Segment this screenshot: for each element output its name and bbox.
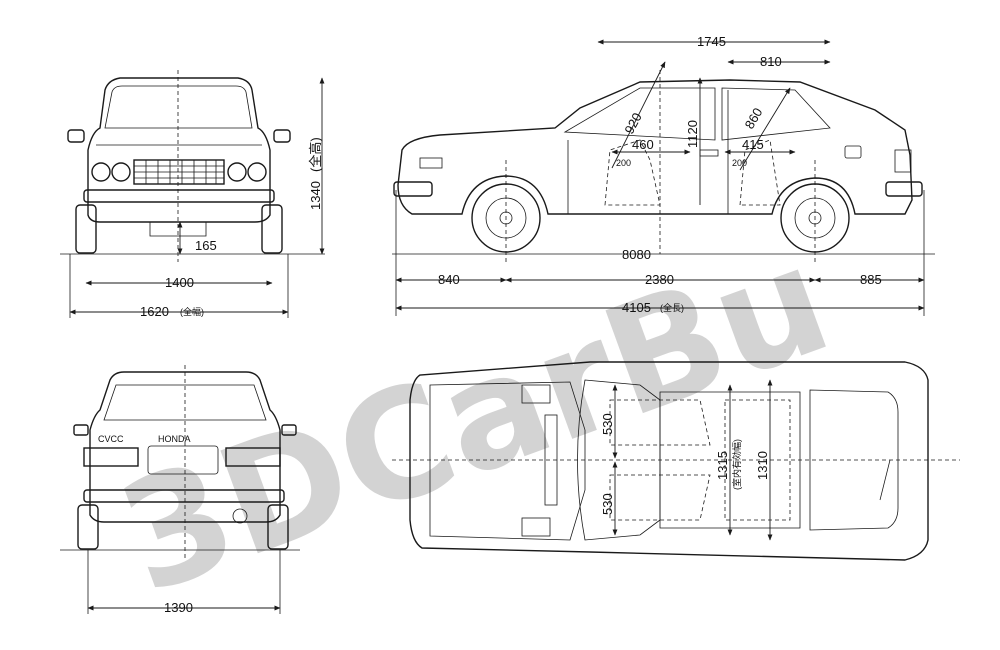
door-handle (699, 149, 719, 157)
rear-side-window (721, 87, 831, 141)
rear-body-outline (89, 371, 281, 523)
rear-window (103, 384, 267, 421)
front-bumper (83, 189, 275, 203)
rear-bumper (83, 489, 285, 503)
body-width-value: 1310 (755, 451, 770, 480)
interior-width-note: (室内有効幅) (731, 439, 742, 490)
grille-mesh (134, 160, 224, 184)
side-view: 1745 810 920 1120 860 460 200 415 200 80… (392, 34, 935, 316)
height-note: (全高) (308, 137, 323, 172)
top-right-seat-value: 530 (600, 493, 615, 515)
roof-length-value: 1745 (697, 34, 726, 49)
top-roof (659, 391, 801, 529)
rear-headroom-line (739, 87, 791, 171)
headlight-left-inner (111, 162, 131, 182)
height-value: 1340 (308, 181, 323, 210)
license-plate-area (147, 445, 219, 475)
front-view: 1340 (全高) 165 1400 1620 (全幅) (60, 70, 325, 319)
rear-seat-offset: 200 (732, 158, 747, 168)
rear-right-tire (267, 504, 289, 550)
rear-track-value: 1390 (164, 600, 193, 615)
width-value: 1620 (140, 304, 169, 319)
front-body-outline (87, 77, 271, 223)
rear-left-taillight (83, 447, 139, 467)
side-rear-bumper (885, 181, 923, 197)
front-right-tire (261, 204, 283, 254)
side-taillight (894, 149, 912, 173)
ground-clearance-value: 165 (195, 238, 217, 253)
length-note: (全長) (660, 302, 684, 313)
rear-badge-brand: HONDA (158, 434, 191, 444)
side-headlight (419, 157, 443, 169)
top-wiper-area (544, 414, 558, 506)
front-headroom-value: 920 (621, 110, 644, 136)
wheelbase-value: 2380 (645, 272, 674, 287)
exhaust-pipe (232, 508, 248, 524)
front-windshield (104, 85, 253, 129)
top-body-outline (409, 361, 929, 561)
headlight-right-inner (227, 162, 247, 182)
top-windshield (577, 379, 661, 541)
front-overhang-value: 840 (438, 272, 460, 287)
rear-badge-model: CVCC (98, 434, 124, 444)
front-seat-value: 460 (632, 137, 654, 152)
fuel-door (844, 145, 862, 159)
front-seat-offset: 200 (616, 158, 631, 168)
rear-seat-value: 415 (742, 137, 764, 152)
right-mirror (273, 129, 291, 143)
left-mirror (67, 129, 85, 143)
headlight-right-outer (247, 162, 267, 182)
headlight-left-outer (91, 162, 111, 182)
top-cowl-vent-left (521, 384, 551, 404)
rear-view: CVCC HONDA 1390 (60, 365, 300, 615)
side-front-bumper (393, 181, 433, 197)
top-hood (429, 381, 586, 541)
top-view: 530 530 1315 (室内有効幅) 1310 (392, 361, 960, 561)
width-note: (全幅) (180, 306, 204, 317)
front-side-window (563, 87, 716, 141)
rear-right-taillight (225, 447, 281, 467)
rear-headroom-value: 860 (742, 105, 766, 131)
front-rear-gap-value: 8080 (622, 247, 651, 262)
rear-seat-outline (739, 139, 781, 206)
rear-overhang-value: 885 (860, 272, 882, 287)
front-track-value: 1400 (165, 275, 194, 290)
rear-left-mirror (73, 424, 89, 436)
cabin-height-value: 1120 (685, 120, 700, 148)
rear-left-tire (77, 504, 99, 550)
length-value: 4105 (622, 300, 651, 315)
side-body-outline (397, 79, 913, 215)
top-front-left-seat (609, 399, 711, 446)
top-rear-hatch (809, 389, 899, 531)
rear-window-value: 810 (760, 54, 782, 69)
top-left-seat-value: 530 (600, 413, 615, 435)
front-left-tire (75, 204, 97, 254)
top-front-right-seat (609, 474, 711, 521)
top-cowl-vent-right (521, 517, 551, 537)
top-rear-wiper (879, 459, 891, 501)
interior-width-value: 1315 (715, 451, 730, 480)
rear-right-mirror (281, 424, 297, 436)
